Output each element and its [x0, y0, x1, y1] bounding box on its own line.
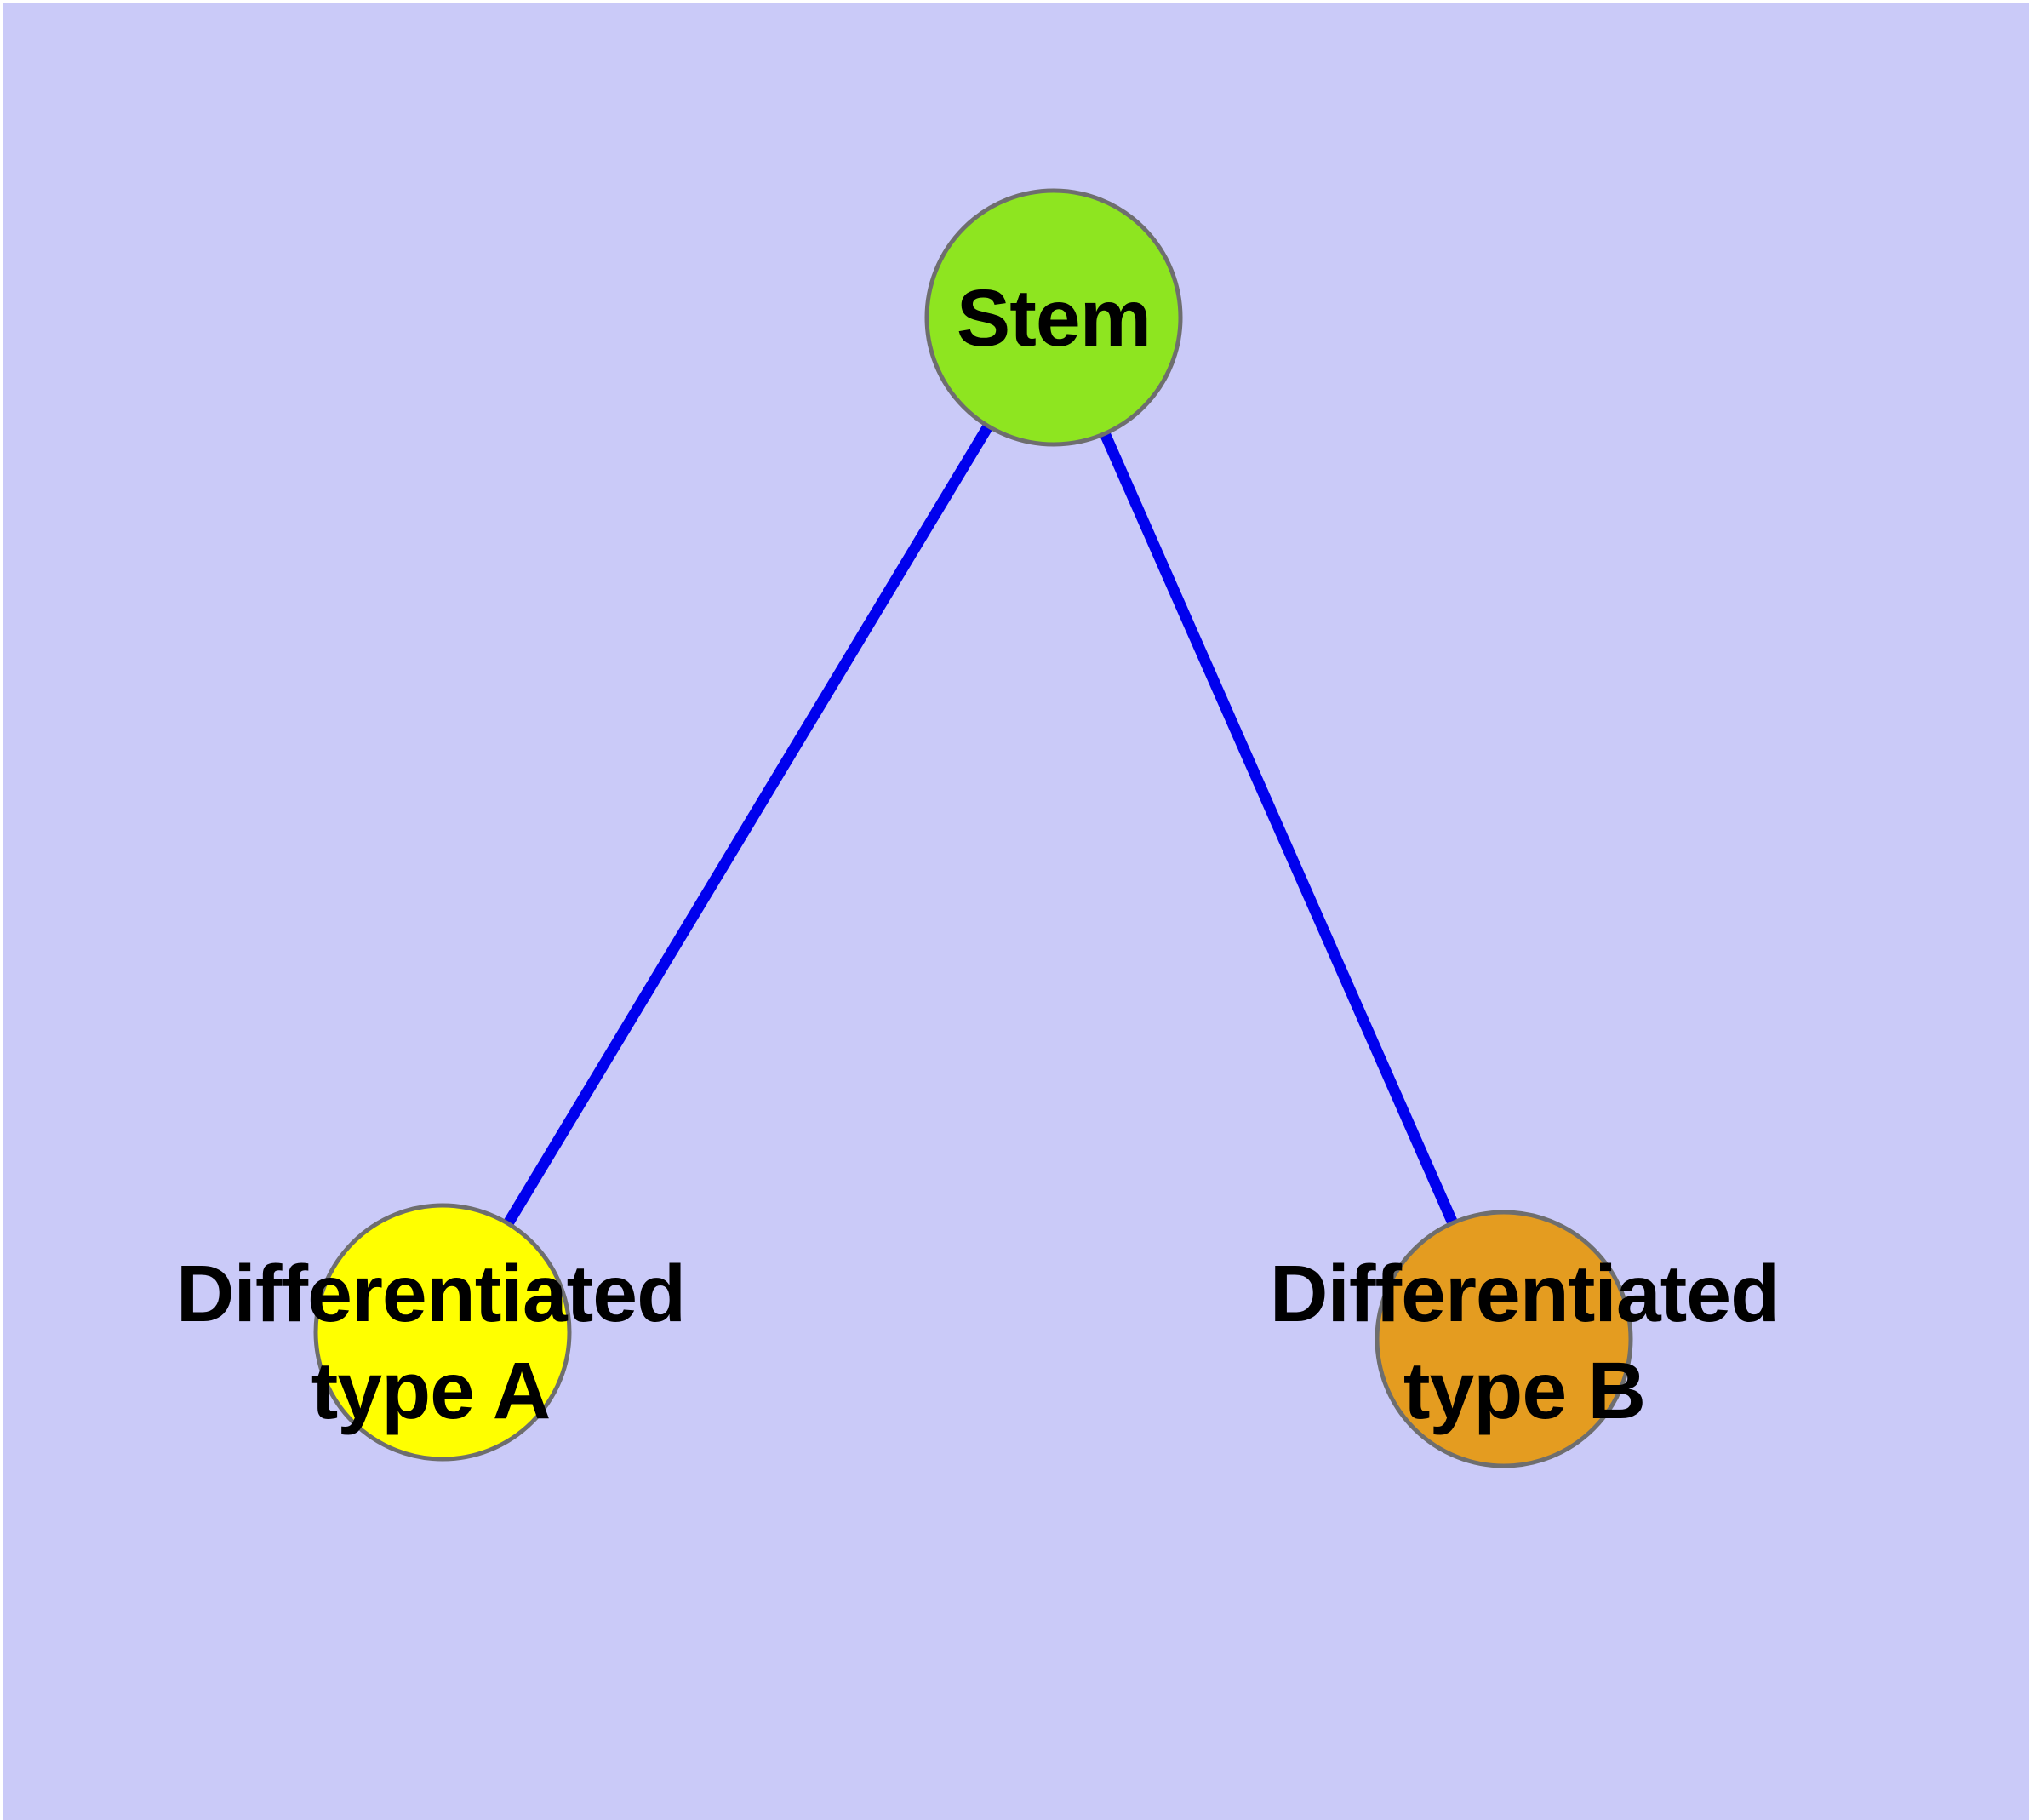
type-a-node-circle: [313, 1203, 572, 1462]
type-b-node-circle: [1375, 1210, 1633, 1468]
edge-stem-to-type-b: [1049, 315, 1509, 1342]
graph-canvas: [313, 188, 1633, 1468]
stem-node-circle: [924, 188, 1183, 447]
edge-stem-to-type-a: [437, 314, 1059, 1336]
diagram-background: Stem Differentiated type A Differentiate…: [3, 3, 2029, 1820]
